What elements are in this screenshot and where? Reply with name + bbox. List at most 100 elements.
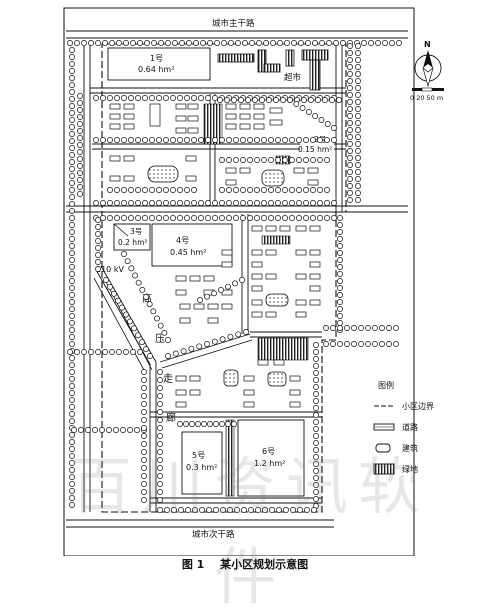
tree-dot [123, 311, 129, 318]
tree-dot [149, 137, 155, 143]
tree-dot [347, 43, 353, 49]
tree-dot [93, 95, 99, 101]
tree-dot [355, 57, 361, 63]
tree-dot [121, 251, 127, 257]
tree-dot [201, 421, 207, 427]
tree-dot [170, 187, 176, 193]
tree-dot [69, 173, 75, 179]
hv-char-2: 压 [155, 333, 165, 345]
tree-dot [308, 97, 314, 103]
tree-dot [170, 95, 176, 101]
tree-dot [170, 215, 176, 221]
tree-dot [213, 421, 219, 427]
tree-dot [139, 286, 146, 293]
tree-dot [303, 137, 309, 143]
tree-dot [69, 446, 75, 452]
tree-dot [177, 137, 183, 143]
building-block [251, 311, 263, 318]
tree-dot [95, 252, 101, 258]
parcel-4[interactable] [151, 223, 233, 267]
tree-dot [355, 71, 361, 77]
tree-dot [69, 145, 75, 151]
building-block [185, 175, 197, 182]
tree-dot [233, 187, 239, 193]
tree-dot [69, 369, 75, 375]
tree-dot [157, 473, 163, 479]
building-block [109, 113, 121, 120]
tree-dot [213, 507, 219, 513]
tree-dot [128, 215, 134, 221]
tree-dot [355, 162, 361, 168]
tree-dot [103, 277, 109, 283]
tree-dot [69, 432, 75, 438]
building-block [123, 175, 135, 182]
tree-dot [189, 421, 195, 427]
tree-dot [313, 419, 319, 425]
parcel-6[interactable] [237, 419, 305, 497]
tree-dot [69, 194, 75, 200]
parcel-1[interactable] [107, 47, 211, 81]
tree-dot [95, 217, 101, 223]
tree-dot [113, 427, 119, 433]
building-block [251, 299, 263, 306]
tree-dot [311, 507, 317, 513]
tree-dot [67, 40, 73, 46]
tree-dot [310, 137, 316, 143]
tree-dot [233, 215, 239, 221]
parcel-5[interactable] [181, 431, 223, 495]
tree-dot [141, 441, 147, 447]
tree-dot [69, 292, 75, 298]
tree-dot [137, 349, 143, 355]
tree-dot [289, 215, 295, 221]
legend-item-boundary: 小区边界 [402, 401, 434, 411]
tree-dot [69, 404, 75, 410]
building-block [289, 401, 301, 408]
tree-dot [313, 363, 319, 369]
tree-dot [177, 95, 183, 101]
tree-dot [254, 200, 260, 206]
tree-dot [393, 341, 399, 347]
tree-dot [157, 481, 163, 487]
tree-dot [261, 137, 267, 143]
tree-dot [69, 166, 75, 172]
tree-dot [141, 465, 147, 471]
parcel-3[interactable] [113, 223, 151, 251]
tree-dot [386, 325, 392, 331]
tree-dot [156, 200, 162, 206]
tree-dot [198, 137, 204, 143]
tree-dot [144, 40, 150, 46]
tree-dot [156, 187, 162, 193]
tree-dot [111, 290, 117, 297]
tree-dot [121, 137, 127, 143]
building-block [295, 311, 307, 318]
tree-dot [247, 137, 253, 143]
tree-dot [296, 215, 302, 221]
tree-dot [219, 187, 225, 193]
parcel-2[interactable] [300, 132, 334, 150]
tree-dot [77, 177, 83, 183]
tree-dot [289, 187, 295, 193]
tree-dot [355, 78, 361, 84]
tree-dot [396, 40, 402, 46]
tree-dot [149, 215, 155, 221]
tree-dot [121, 95, 127, 101]
tree-dot [247, 200, 253, 206]
tree-dot [337, 250, 343, 256]
parcel-3-area: 0.2 hm² [118, 238, 147, 247]
tree-dot [71, 427, 77, 433]
tree-dot [337, 313, 343, 319]
building-block [123, 123, 135, 130]
tree-dot [102, 349, 108, 355]
tree-dot [123, 40, 129, 46]
building-block [207, 317, 219, 324]
tree-dot [212, 95, 218, 101]
tree-dot [313, 433, 319, 439]
tree-dot [337, 236, 343, 242]
tree-dot [355, 85, 361, 91]
tree-dot [355, 106, 361, 112]
tree-dot [77, 142, 83, 148]
tree-dot [347, 162, 353, 168]
building-block [225, 123, 237, 130]
tree-dot [296, 137, 302, 143]
tree-dot [270, 40, 276, 46]
